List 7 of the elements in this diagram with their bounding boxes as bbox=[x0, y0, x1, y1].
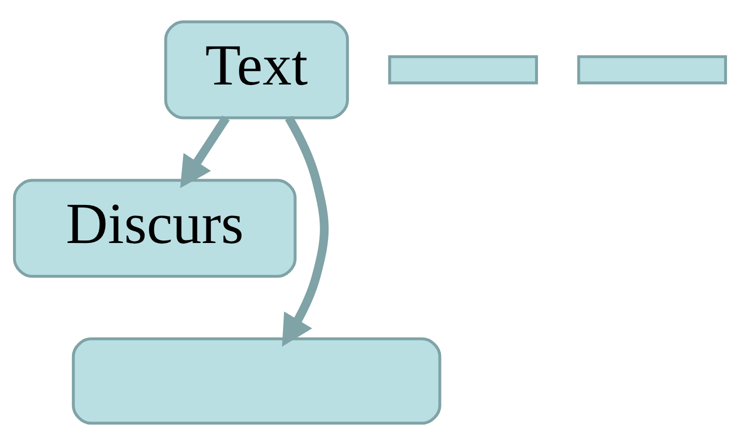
arrow bbox=[180, 115, 230, 188]
node-bar bbox=[388, 54, 538, 84]
node-box bbox=[72, 336, 442, 424]
node-box: Discurs bbox=[12, 178, 297, 278]
node-box: Text bbox=[164, 20, 349, 119]
arrow bbox=[282, 115, 329, 346]
node-bar bbox=[577, 54, 728, 84]
